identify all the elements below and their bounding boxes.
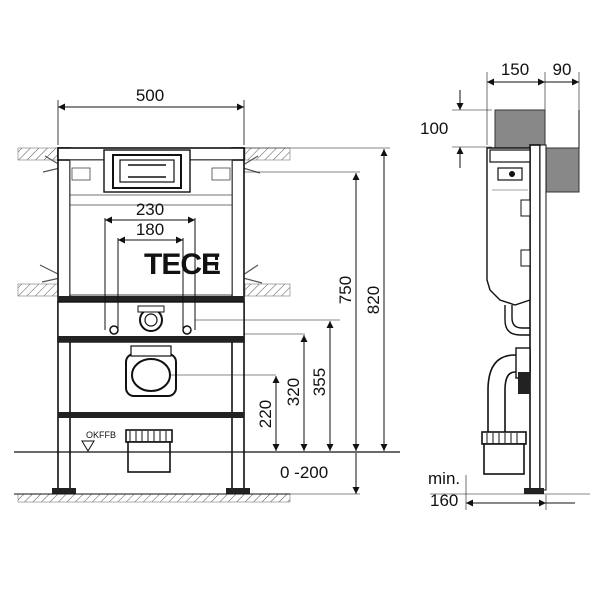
bolt-spacing-outer-label: 230 <box>136 200 164 219</box>
wall-hatch <box>17 147 59 161</box>
side-view: 150 90 100 <box>420 60 590 510</box>
height-220-label: 220 <box>256 400 275 428</box>
frame-foot <box>226 488 250 494</box>
min-depth-label: min. <box>428 469 460 488</box>
mounting-bolt <box>109 325 119 335</box>
depth-90-label: 90 <box>553 60 572 79</box>
waste-outlet-pipe <box>127 441 171 473</box>
height-750-label: 750 <box>336 276 355 304</box>
wall-bracket <box>39 264 61 283</box>
height-320-label: 320 <box>284 378 303 406</box>
height-820-label: 820 <box>364 286 383 314</box>
height-355-label: 355 <box>310 368 329 396</box>
frame-foot <box>52 488 76 494</box>
depth-range-label: 0 -200 <box>280 463 328 482</box>
side-outlet-pipe <box>483 443 525 475</box>
frame-crossbar-bottom <box>58 412 244 418</box>
floor-level-marker <box>81 440 95 452</box>
side-frame-upright <box>529 144 541 491</box>
frame-crossbar-lower <box>58 336 244 342</box>
wall-bracket <box>242 264 263 284</box>
cistern-side <box>486 147 531 306</box>
floor-hatch <box>17 493 291 503</box>
height-100-label: 100 <box>420 119 448 138</box>
depth-150-label: 150 <box>501 60 529 79</box>
wall-panel-section <box>544 147 580 193</box>
mounting-bolt <box>182 325 192 335</box>
wall-hatch <box>244 147 291 161</box>
frame-crossbar-upper <box>58 296 244 302</box>
min-depth-value: 160 <box>430 491 458 510</box>
floor-level-label: OKFFB <box>86 430 116 440</box>
wall-hatch <box>17 283 59 297</box>
bolt-spacing-inner-label: 180 <box>136 220 164 239</box>
wall-hatch <box>244 283 291 297</box>
front-view: OKFFB TECE 500 230 180 220 320 355 <box>14 86 400 503</box>
width-dimension-label: 500 <box>136 86 164 105</box>
brand-logo: TECE <box>144 248 220 281</box>
actuator-housing <box>494 109 546 149</box>
